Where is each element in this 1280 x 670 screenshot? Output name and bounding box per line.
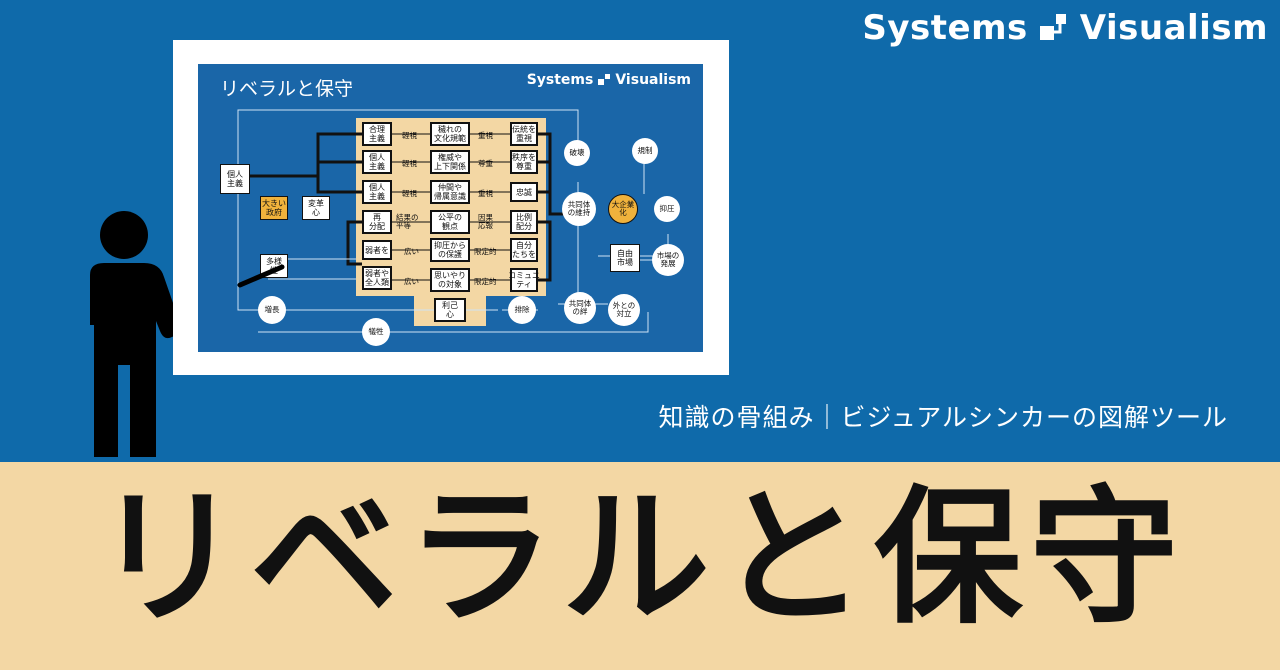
edge-label-juushi-2: 重視 (478, 189, 493, 198)
node-kouhei: 公平の 観点 (430, 210, 470, 234)
node-ookii-seifu: 大きい 政府 (260, 196, 288, 220)
subtitle: 知識の骨組み｜ビジュアルシンカーの図解ツール (658, 403, 1228, 432)
node-omoiyari: 思いやり の対象 (430, 268, 470, 292)
presenter-figure-icon (90, 211, 220, 457)
node-chuusei: 忠誠 (510, 182, 538, 202)
diagram-brand-mark-icon (597, 73, 611, 87)
node-yokuatsu-hogo: 抑圧から の保護 (430, 238, 470, 262)
node-jakusha-zenjinrui: 弱者や 全人類 (362, 266, 392, 290)
edge-label-juushi-1: 重視 (478, 131, 493, 140)
circle-zouchou: 増長 (258, 296, 286, 324)
edge-label-keishi-2: 軽視 (402, 159, 417, 168)
circle-yokuatsu: 抑圧 (654, 196, 680, 222)
edge-label-keishi-1: 軽視 (402, 131, 417, 140)
pointer-stick-icon (237, 264, 285, 288)
edge-label-sonchou: 尊重 (478, 159, 493, 168)
circle-shijou-hatten: 市場の 発展 (652, 244, 684, 276)
brand-logo: Systems Visualism (862, 8, 1268, 48)
edge-label-hiroi-2: 広い (404, 277, 419, 286)
page-title: リベラルと保守 (94, 472, 1186, 644)
node-kegare: 穢れの 文化規範 (430, 122, 470, 146)
edge-label-inga-ouhou: 因果 応報 (478, 213, 493, 230)
node-riko-shin: 利己 心 (434, 298, 466, 322)
edge-label-gentei-2: 限定的 (474, 277, 497, 286)
brand-name-2: Visualism (1079, 8, 1268, 48)
node-kojin-shugi-2: 個人 主義 (362, 180, 392, 204)
node-jakusha: 弱者を (362, 240, 392, 260)
node-ken-i: 権威や 上下関係 (430, 150, 470, 174)
diagram-panel: リベラルと保守 Systems Visualism (198, 64, 703, 352)
edge-label-gentei-1: 限定的 (474, 247, 497, 256)
title-band (0, 462, 1280, 670)
circle-kyoudoutai-iji: 共同体 の維持 (562, 192, 596, 226)
node-chitsujo: 秩序を 尊重 (510, 150, 538, 174)
circle-gisei: 犠牲 (362, 318, 390, 346)
node-henkaku-shin: 変革 心 (302, 196, 330, 220)
circle-kyoudoutai-kizuna: 共同体 の絆 (564, 292, 596, 324)
edge-label-keishi-3: 軽視 (402, 189, 417, 198)
diagram-brand: Systems Visualism (527, 72, 691, 88)
node-kojin-shugi-1: 個人 主義 (362, 150, 392, 174)
brand-mark-icon (1038, 12, 1070, 44)
diagram-brand-name-2: Visualism (615, 72, 691, 88)
node-dentou: 伝統を 重視 (510, 122, 538, 146)
diagram-connectors (237, 109, 669, 333)
node-jibun-tachi: 自分 たちを (510, 238, 538, 262)
node-saibunpai: 再 分配 (362, 210, 392, 234)
edge-label-kekka-byoudou: 結果の 平等 (396, 213, 419, 230)
brand-name: Systems (862, 8, 1028, 48)
diagram-title: リベラルと保守 (220, 78, 354, 100)
node-gouri-shugi: 合理 主義 (362, 122, 392, 146)
node-kojin-shugi-left: 個人 主義 (220, 164, 250, 194)
node-jiyuu-shijou: 自由 市場 (610, 244, 640, 272)
circle-haijo: 排除 (508, 296, 536, 324)
circle-soto-taiaritsu: 外との 対立 (608, 294, 640, 326)
node-community: コミュニ ティ (508, 268, 540, 292)
circle-daikigyou-ka: 大企業 化 (608, 194, 638, 224)
node-hirei-haibun: 比例 配分 (510, 210, 538, 234)
edge-label-hiroi-1: 広い (404, 247, 419, 256)
circle-kisei: 規制 (632, 138, 658, 164)
diagram-brand-name: Systems (526, 72, 594, 88)
circle-hakai: 破壊 (564, 140, 590, 166)
node-nakama: 仲間や 帰属意識 (430, 180, 470, 204)
